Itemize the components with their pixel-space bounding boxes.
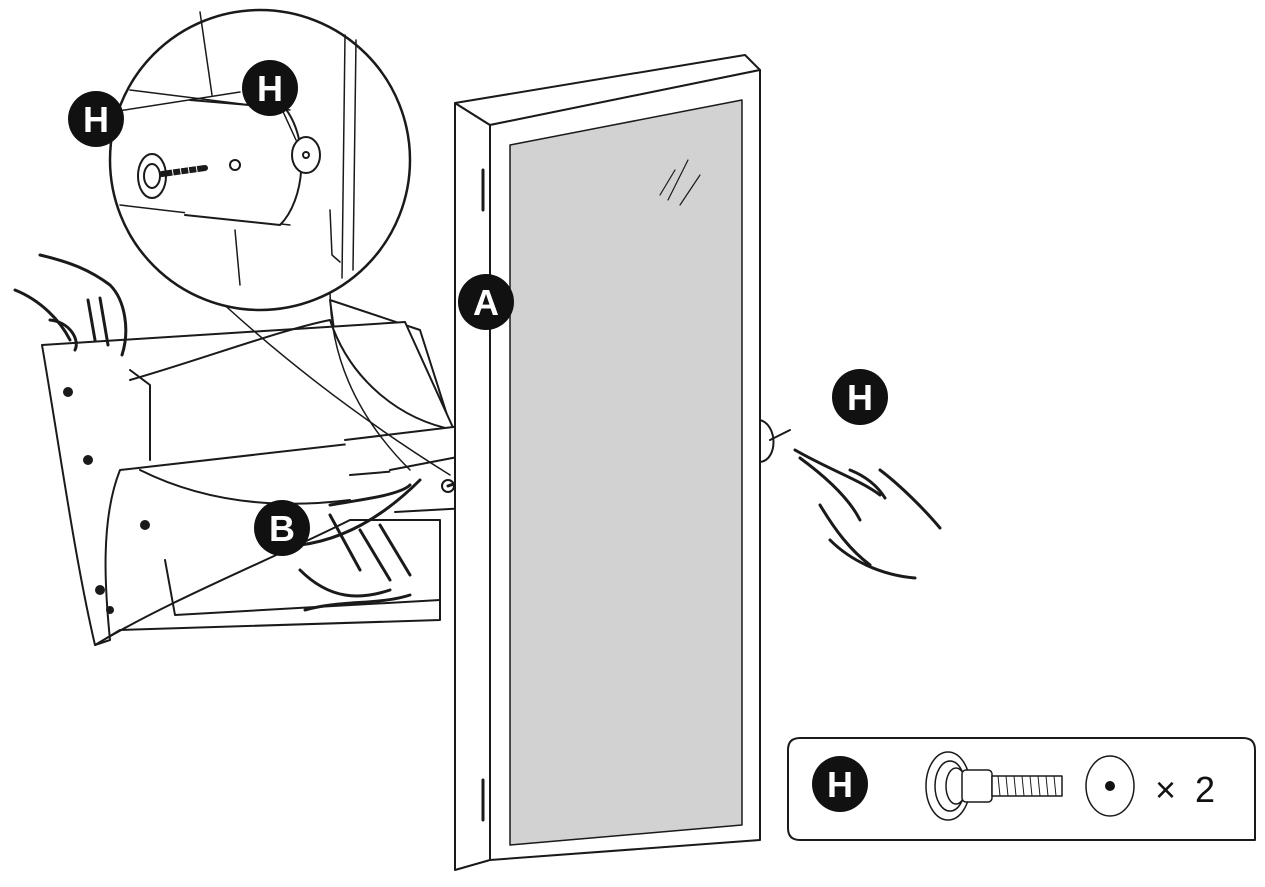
plate-hole <box>95 585 105 595</box>
label-text: H <box>83 99 109 140</box>
bolt-icon <box>925 751 1063 821</box>
label-badge-h-side: H <box>832 369 888 425</box>
legend-badge-h: H <box>812 756 868 812</box>
plate-hole <box>106 606 114 614</box>
label-badge-a: A <box>458 274 514 330</box>
zoom-callout <box>108 8 451 476</box>
zoom-bolt <box>137 153 208 199</box>
quantity-multiplier: × <box>1155 769 1176 810</box>
glass-reflection-marks <box>659 159 701 206</box>
side-bolt <box>759 419 791 463</box>
label-text: B <box>269 508 295 549</box>
plate-hole <box>83 455 93 465</box>
hardware-legend: H × 2 <box>787 737 1256 841</box>
hand-icon-right <box>793 448 942 580</box>
zoom-washer <box>291 136 321 174</box>
label-badge-h-top-left: H <box>68 91 124 147</box>
mirror <box>454 54 791 871</box>
washer-icon <box>1085 755 1135 817</box>
label-text: A <box>473 282 499 323</box>
quantity-count: 2 <box>1195 769 1215 810</box>
plate-hole <box>63 387 73 397</box>
bracket-stand <box>41 299 490 646</box>
hand-icon-upper-left <box>13 253 128 357</box>
mirror-glass <box>509 99 743 846</box>
legend-label-text: H <box>827 764 853 805</box>
label-text: H <box>257 68 283 109</box>
hand-icon-bracket <box>298 478 422 612</box>
plate-hole <box>140 520 150 530</box>
label-badge-h-top-right: H <box>242 60 298 116</box>
label-text: H <box>847 377 873 418</box>
label-badge-b: B <box>254 500 310 556</box>
